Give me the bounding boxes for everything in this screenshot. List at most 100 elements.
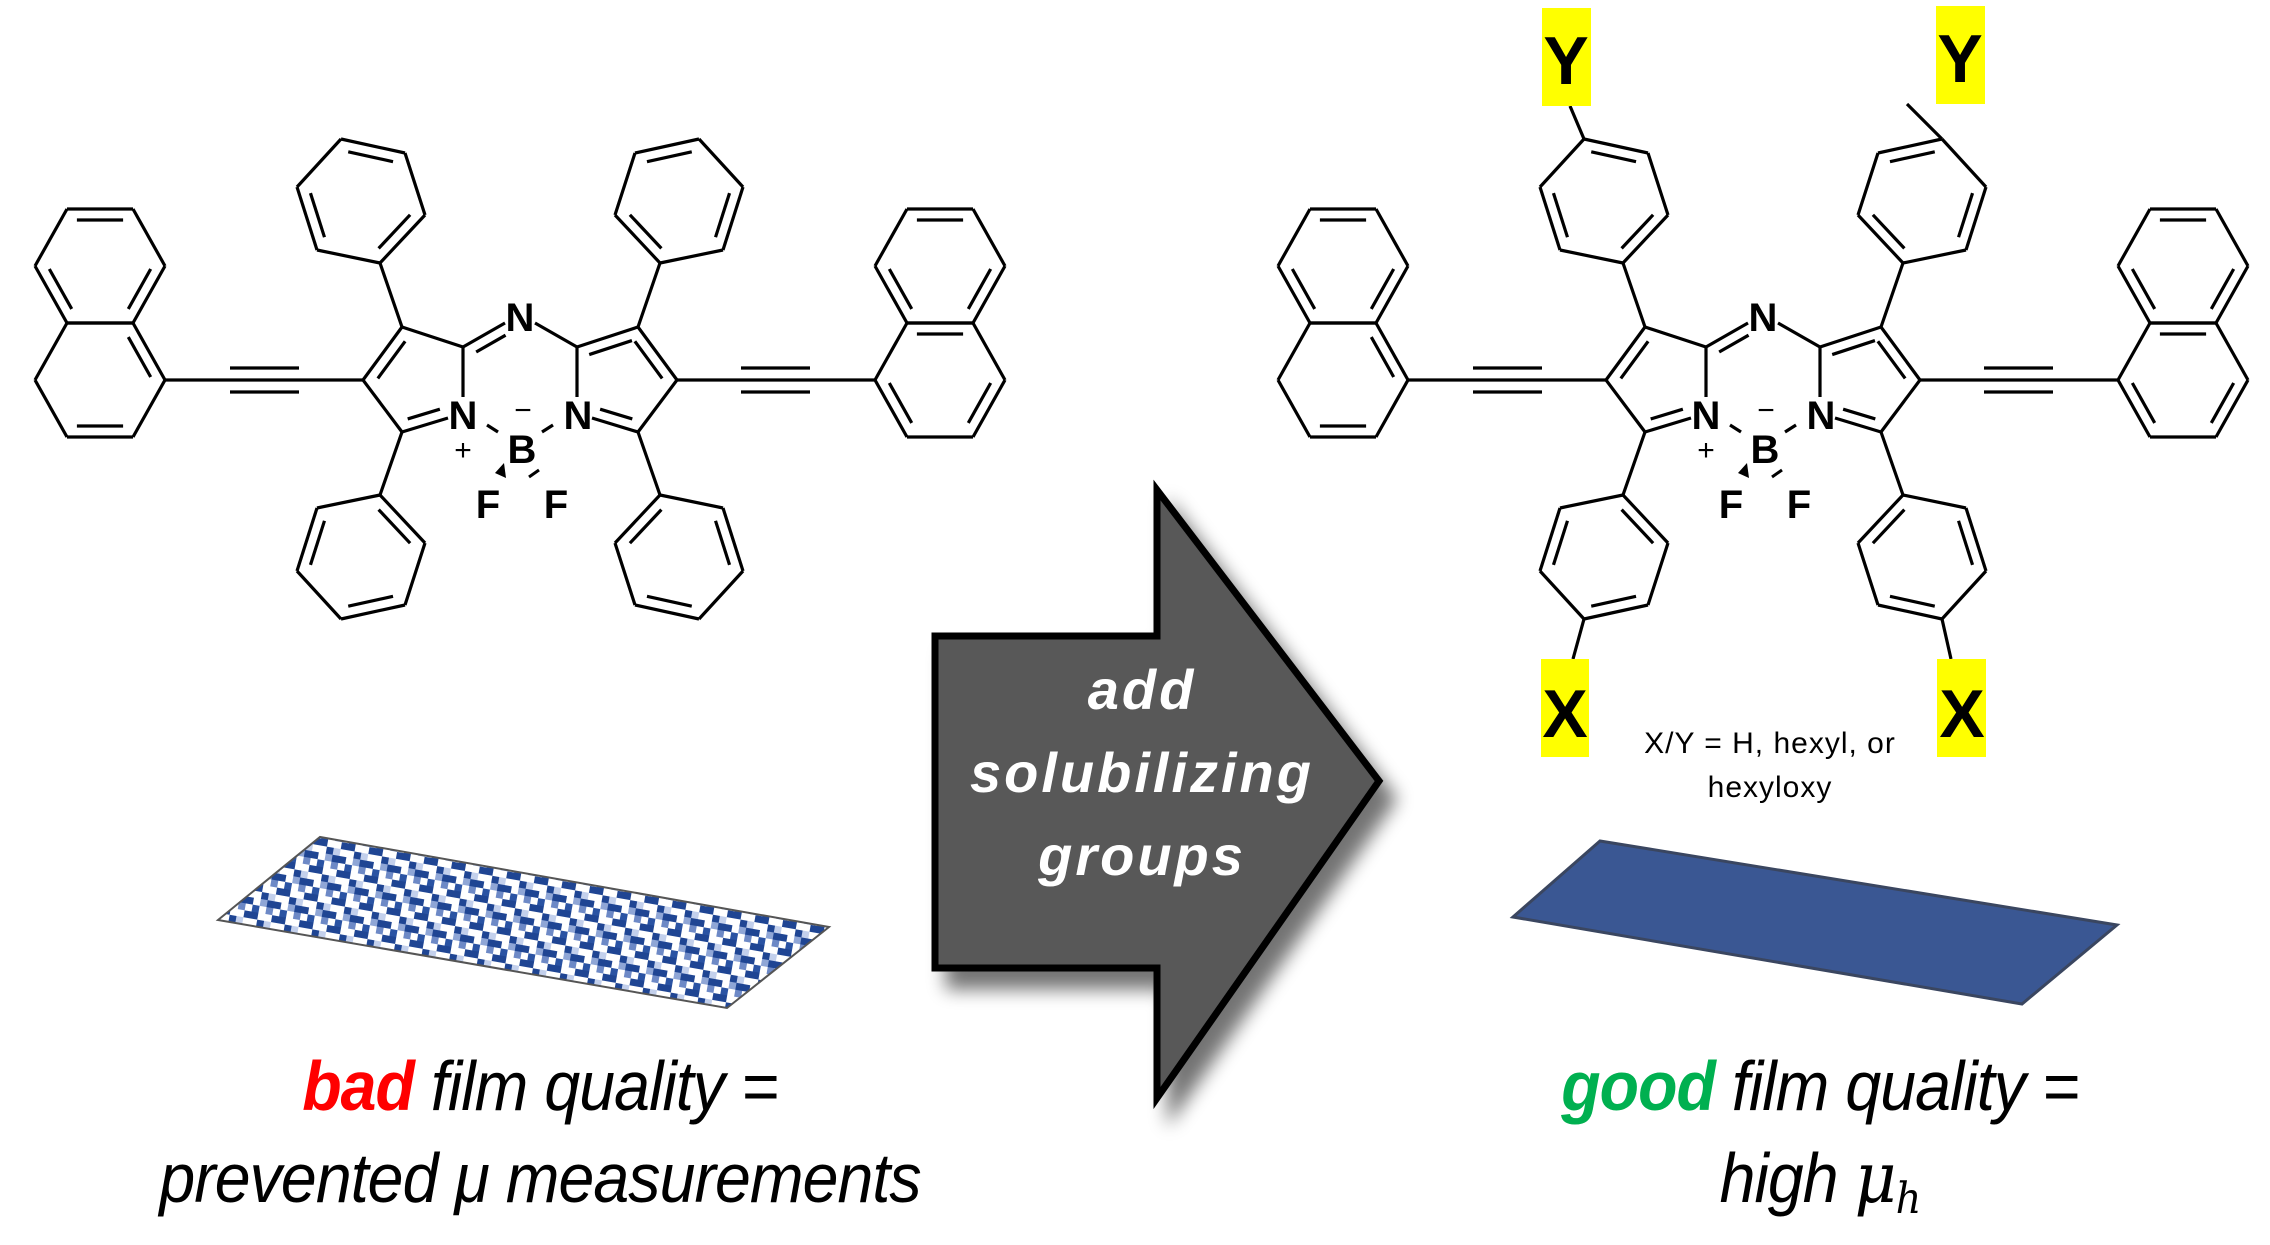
naphthalene-left-bond <box>33 265 69 324</box>
phenyl-top-left-double <box>1620 213 1655 250</box>
naphthalene-left-bond <box>1374 322 1410 381</box>
right-caption-line1: good film quality = <box>1406 1040 2234 1132</box>
phenyl-bottom-left-double <box>1620 508 1655 545</box>
phenyl-top-right-bond <box>634 137 700 155</box>
pyrrole-double <box>1876 340 1907 380</box>
phenyl-top-left-double <box>1551 192 1569 238</box>
phenyl-bottom-left-bond <box>295 569 343 621</box>
atom-n-left: N <box>1692 394 1721 438</box>
phenyl-top-left-double <box>347 150 394 164</box>
phenyl-bottom-right-bond <box>634 603 700 621</box>
naphthalene-right-bond <box>2116 208 2152 267</box>
pyrrole-bond <box>401 416 449 434</box>
naphthalene-left-double <box>126 336 153 378</box>
naphthalene-left-bond <box>1374 379 1410 438</box>
n-b-bond <box>1729 423 1742 434</box>
phenyl-top-right-bond <box>1940 137 1988 189</box>
phenyl-bottom-left-bond <box>1621 493 1670 545</box>
phenyl-bottom-left-bond <box>1559 493 1624 510</box>
phenyl-top-right-bond <box>721 186 745 251</box>
phenyl-top-left-bond <box>1583 137 1649 155</box>
naphthalene-left-bond <box>1276 322 1312 381</box>
phenyl-bottom-left-bond <box>1583 603 1649 621</box>
phenyl-top-left-bond <box>295 137 343 189</box>
arrow-label-line2: solubilizing <box>970 741 1314 804</box>
bad-film-image <box>215 835 832 1010</box>
phenyl-bottom-left-bond <box>403 542 427 606</box>
negative-charge: − <box>1757 394 1775 427</box>
substituent-note: X/Y = H, hexyl, or hexyloxy <box>1620 722 1920 810</box>
pyrrole-bond <box>1834 416 1882 434</box>
phenyl-top-left-double <box>308 192 326 238</box>
pyrrole-bond <box>1604 379 1647 433</box>
substituent-x-left: X <box>1541 659 1589 757</box>
substituent-x-right: X <box>1937 659 1986 757</box>
atom-boron: B <box>1751 428 1780 472</box>
atom-n-left: N <box>449 394 478 438</box>
pyrrole-double <box>1619 340 1650 380</box>
bridge-bond <box>534 321 578 349</box>
naphthalene-right-bond <box>2214 265 2250 324</box>
naphthalene-right-bond <box>873 208 909 267</box>
aryl-bond <box>378 431 404 496</box>
pyrrole-bond <box>401 325 464 349</box>
phenyl-top-right-bond <box>1856 152 1880 216</box>
pyrrole-double <box>1831 339 1876 357</box>
naphthalene-left-bond <box>131 265 167 324</box>
phenyl-bottom-left-bond <box>340 603 406 621</box>
phenyl-top-left-bond <box>1538 186 1562 251</box>
pyrrole-double <box>633 340 664 380</box>
pyrrole-double <box>1842 407 1876 421</box>
phenyl-bottom-right-double <box>646 594 693 608</box>
phenyl-bottom-left-bond <box>1538 569 1586 621</box>
naphthalene-right-bond <box>2214 322 2250 381</box>
substituent-note-line2: hexyloxy <box>1707 771 1833 804</box>
phenyl-top-right-bond <box>613 152 637 216</box>
phenyl-bottom-right-bond <box>721 507 745 572</box>
wedge-bond <box>1738 463 1749 478</box>
phenyl-top-right-double <box>646 150 693 164</box>
substituent-y-left: Y <box>1542 8 1591 106</box>
phenyl-top-left-double <box>377 213 412 250</box>
naphthalene-left-bond <box>33 208 69 267</box>
pyrrole-double <box>1650 407 1684 421</box>
pyrrole-bond <box>1819 325 1882 349</box>
phenyl-top-right-bond <box>1877 137 1943 155</box>
mobility-subscript: h <box>1895 1173 1922 1224</box>
phenyl-top-right-bond <box>697 137 745 189</box>
phenyl-bottom-left-bond <box>316 493 381 510</box>
phenyl-top-left-bond <box>1538 137 1586 189</box>
phenyl-top-right-double <box>628 213 663 250</box>
pyrrole-bond <box>636 379 679 433</box>
high-text: high <box>1719 1139 1855 1217</box>
phenyl-bottom-right-bond <box>697 569 745 621</box>
phenyl-bottom-right-double <box>1889 594 1936 608</box>
phenyl-top-right-bond <box>1964 186 1988 251</box>
arrow-label: add solubilizing groups <box>932 648 1352 897</box>
naphthalene-left-bond <box>1374 208 1410 267</box>
substituent-note-line1: X/Y = H, hexyl, or <box>1644 727 1896 760</box>
svg-text:X: X <box>1542 676 1587 752</box>
naphthalene-left-double <box>47 268 74 310</box>
pyrrole-bond <box>1644 416 1692 434</box>
left-caption-line1-text: film quality = <box>413 1047 779 1125</box>
phenyl-bottom-right-bond <box>1902 493 1967 510</box>
atom-n-right: N <box>564 394 593 438</box>
bridge-double <box>1718 333 1750 354</box>
phenyl-top-left-bond <box>1646 152 1670 216</box>
phenyl-bottom-right-bond <box>659 493 724 510</box>
pyrrole-bond <box>636 326 679 381</box>
pyrrole-bond <box>576 325 639 349</box>
naphthalene-right-double <box>2209 382 2236 424</box>
atom-fluorine-right: F <box>1787 483 1811 527</box>
pyrrole-double <box>407 407 441 421</box>
naphthalene-right-bond <box>2214 379 2250 438</box>
aryl-bond <box>1879 431 1905 496</box>
naphthalene-left-double <box>1369 336 1396 378</box>
bridge-bond <box>1705 321 1749 349</box>
pyrrole-bond <box>361 379 404 433</box>
svg-text:X: X <box>1939 676 1984 752</box>
naphthalene-right-bond <box>2116 265 2152 324</box>
naphthalene-left-double <box>1369 268 1396 310</box>
pyrrole-bond <box>1604 326 1647 381</box>
